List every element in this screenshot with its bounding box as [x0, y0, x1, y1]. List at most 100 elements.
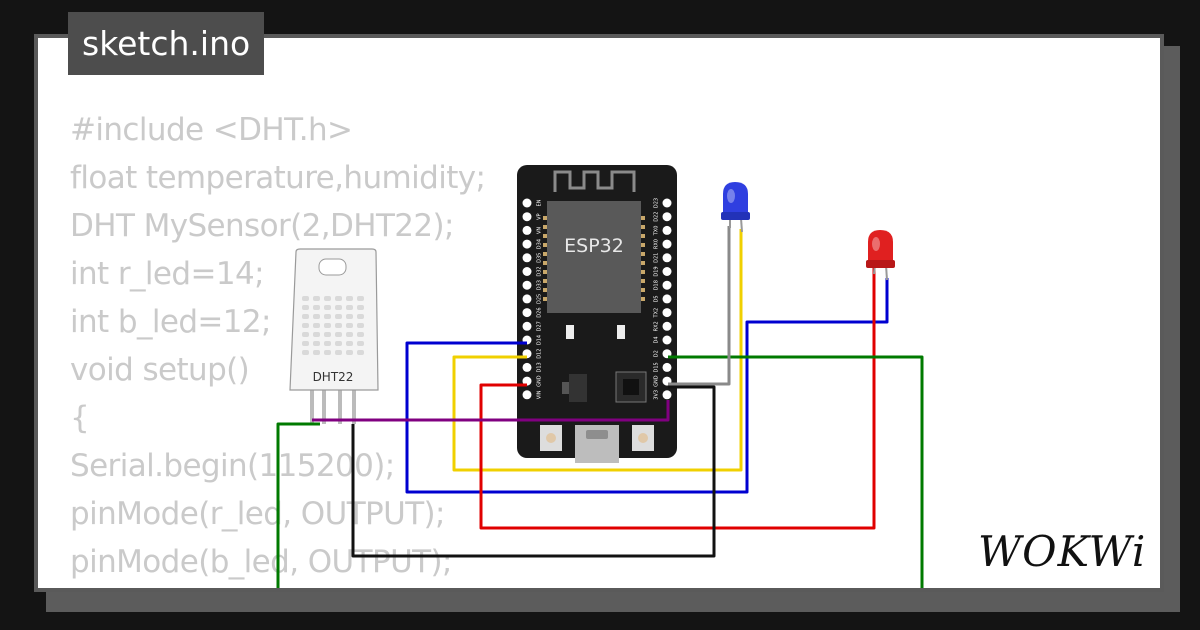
- module-pad: [641, 270, 645, 274]
- pin-label: D18: [654, 280, 660, 290]
- board-component: [617, 325, 625, 339]
- blue-led[interactable]: [721, 182, 750, 233]
- pin-label: GND: [537, 375, 543, 387]
- red-led[interactable]: [866, 230, 895, 281]
- led-rim: [721, 212, 750, 220]
- sensor-pin: [338, 390, 342, 424]
- pin-hole[interactable]: [522, 308, 532, 318]
- pin-label: D5: [654, 295, 660, 302]
- module-pad: [543, 252, 547, 256]
- pin-hole[interactable]: [662, 308, 672, 318]
- pin-label: D34: [537, 239, 543, 249]
- wire-purple-3v3[interactable]: [312, 400, 670, 422]
- pin-hole[interactable]: [662, 335, 672, 345]
- pin-hole[interactable]: [522, 390, 532, 400]
- file-tab[interactable]: sketch.ino: [68, 12, 265, 75]
- pin-hole[interactable]: [662, 212, 672, 222]
- grille-slot: [335, 314, 342, 319]
- module-pad: [641, 261, 645, 265]
- sensor-pin: [352, 390, 356, 424]
- pin-hole[interactable]: [522, 198, 532, 208]
- sensor-pin: [310, 390, 314, 424]
- grille-slot: [346, 314, 353, 319]
- board-component: [562, 382, 569, 394]
- pin-hole[interactable]: [522, 225, 532, 235]
- pin-hole[interactable]: [662, 198, 672, 208]
- grille-slot: [324, 305, 331, 310]
- pin-hole[interactable]: [662, 362, 672, 372]
- pin-hole[interactable]: [522, 362, 532, 372]
- grille-slot: [335, 305, 342, 310]
- code-line: #include <DHT.h>: [70, 112, 353, 148]
- pin-hole[interactable]: [662, 390, 672, 400]
- wire-red-d13[interactable]: [479, 268, 876, 530]
- pin-hole[interactable]: [522, 294, 532, 304]
- led-body: [723, 182, 748, 218]
- pin-hole[interactable]: [662, 321, 672, 331]
- module-pad: [543, 234, 547, 238]
- pin-label: D32: [537, 266, 543, 276]
- wire-green-d2[interactable]: [276, 355, 924, 600]
- pin-hole[interactable]: [522, 239, 532, 249]
- grille-slot: [313, 332, 320, 337]
- pin-label: D2: [654, 350, 660, 357]
- module-pad: [543, 216, 547, 220]
- grille-slot: [335, 332, 342, 337]
- pin-hole[interactable]: [522, 321, 532, 331]
- wire-gray-d15[interactable]: [668, 226, 731, 386]
- sensor-label: DHT22: [313, 370, 354, 384]
- module-pad: [543, 270, 547, 274]
- module-pad: [543, 225, 547, 229]
- grille-slot: [335, 323, 342, 328]
- wire-black-gnd[interactable]: [351, 385, 716, 558]
- pin-hole[interactable]: [662, 267, 672, 276]
- pin-hole[interactable]: [522, 280, 532, 290]
- boot-button-cap: [638, 433, 648, 443]
- pin-hole[interactable]: [522, 253, 532, 263]
- wires: [276, 226, 924, 600]
- pin-hole[interactable]: [522, 376, 532, 386]
- pin-hole[interactable]: [662, 280, 672, 290]
- grille-slot: [324, 341, 331, 346]
- grille-slot: [302, 323, 309, 328]
- grille-slot: [346, 305, 353, 310]
- grille-slot: [357, 341, 364, 346]
- pin-label: EN: [537, 199, 543, 206]
- pin-label: RX0: [654, 239, 660, 249]
- module-pad: [543, 261, 547, 265]
- pin-hole[interactable]: [662, 225, 672, 235]
- led-rim: [866, 260, 895, 268]
- grille-slot: [302, 305, 309, 310]
- pin-hole[interactable]: [522, 267, 532, 276]
- code-editor: #include <DHT.h>float temperature,humidi…: [70, 106, 486, 588]
- code-line: void setup(): [70, 352, 250, 388]
- pin-hole[interactable]: [522, 212, 532, 222]
- en-button-cap: [546, 433, 556, 443]
- pin-label: VN: [537, 227, 543, 234]
- pin-hole[interactable]: [662, 294, 672, 304]
- esp32-module: [547, 201, 641, 313]
- pin-hole[interactable]: [662, 253, 672, 263]
- grille-slot: [302, 314, 309, 319]
- code-line: Serial.begin(115200);: [70, 448, 395, 484]
- grille-slot: [302, 341, 309, 346]
- grille-slot: [346, 341, 353, 346]
- pin-hole[interactable]: [662, 239, 672, 249]
- wire-blue-d14[interactable]: [405, 278, 889, 494]
- module-pad: [543, 243, 547, 247]
- pin-label: GND: [654, 375, 660, 387]
- led-body: [868, 230, 893, 265]
- grille-slot: [357, 350, 364, 355]
- grille-slot: [346, 332, 353, 337]
- grille-slot: [324, 296, 331, 301]
- wire-yellow-d12[interactable]: [452, 229, 743, 472]
- module-pad: [543, 297, 547, 301]
- grille-slot: [357, 305, 364, 310]
- board-antenna: [553, 170, 636, 192]
- module-pad: [543, 279, 547, 283]
- dht22-sensor[interactable]: DHT22: [289, 248, 379, 424]
- pin-label: D35: [537, 253, 543, 263]
- code-line: {: [70, 400, 90, 436]
- pin-label: D26: [537, 307, 543, 317]
